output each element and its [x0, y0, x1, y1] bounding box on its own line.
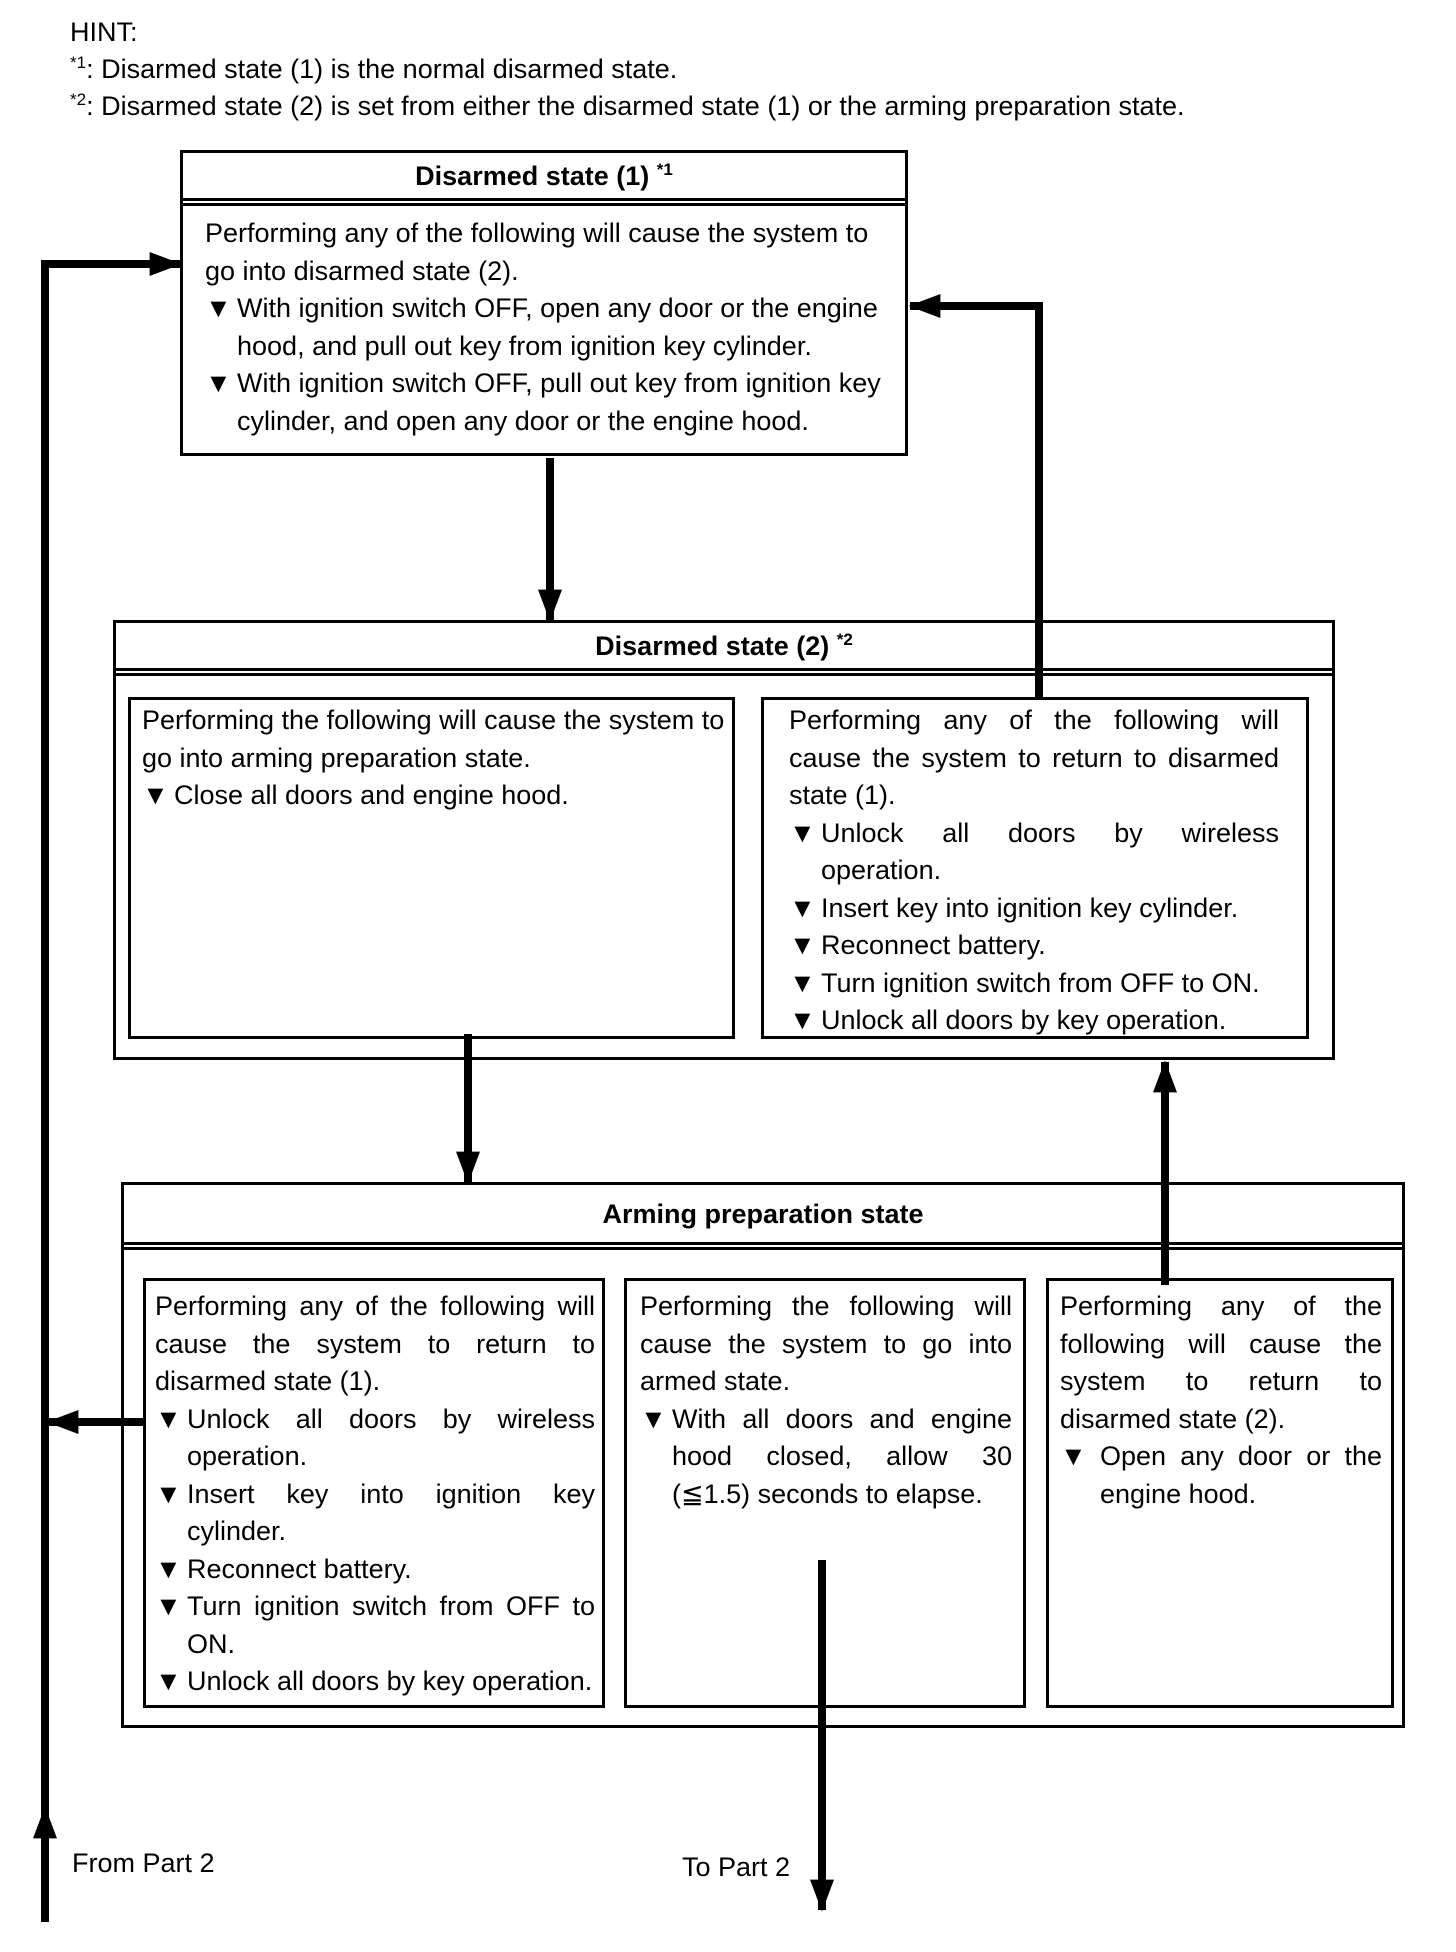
note-1-marker: *1 — [70, 53, 87, 72]
bullet-triangle-icon: ▼ — [789, 967, 816, 998]
bullet-triangle-icon: ▼ — [155, 1403, 182, 1434]
disarmed-state-2-right-content: Performing any of the following will cau… — [789, 702, 1279, 1040]
disarmed-state-2-right-box — [761, 697, 1309, 1039]
bullet-triangle-icon: ▼ — [155, 1478, 182, 1509]
list-item: ▼Unlock all doors by key operation. — [155, 1663, 595, 1701]
disarmed-state-1-box — [180, 150, 908, 456]
arming-middle-content: Performing the following will cause the … — [640, 1288, 1012, 1513]
bullet-triangle-icon: ▼ — [789, 930, 816, 960]
hint-note-1: *1: Disarmed state (1) is the normal dis… — [70, 51, 677, 89]
arming-right-content: Performing any of the following will cau… — [1060, 1288, 1382, 1513]
bullet-triangle-icon: ▼ — [789, 1005, 816, 1035]
arming-left-intro: Performing any of the following will cau… — [155, 1291, 595, 1396]
arming-right-box — [1046, 1278, 1394, 1708]
arming-middle-intro: Performing the following will cause the … — [640, 1291, 1012, 1396]
list-item: ▼Turn ignition switch from OFF to ON. — [155, 1588, 595, 1663]
bullet-triangle-icon: ▼ — [205, 293, 232, 323]
disarmed-state-1-divider — [183, 198, 905, 206]
hint-note-2: *2: Disarmed state (2) is set from eithe… — [70, 88, 1185, 126]
arming-right-intro: Performing any of the following will cau… — [1060, 1291, 1382, 1434]
arming-preparation-title: Arming preparation state — [602, 1199, 924, 1229]
disarmed-state-2-title: Disarmed state (2) *2 — [595, 630, 853, 661]
bullet-triangle-icon: ▼ — [205, 368, 232, 398]
list-item: ▼Open any door or the engine hood. — [1060, 1438, 1382, 1513]
bullet-triangle-icon: ▼ — [789, 817, 816, 848]
disarmed-state-1-title: Disarmed state (1) *1 — [415, 160, 673, 191]
disarmed-state-2-left-box — [128, 697, 735, 1039]
list-item: ▼With ignition switch OFF, pull out key … — [205, 365, 900, 440]
bullet-triangle-icon: ▼ — [1060, 1441, 1087, 1471]
list-item: ▼Insert key into ignition key cylinder. — [155, 1476, 595, 1551]
note-2-text: : Disarmed state (2) is set from either … — [86, 91, 1185, 121]
note-2-marker: *2 — [70, 90, 87, 109]
arming-preparation-divider — [124, 1242, 1402, 1250]
bullet-triangle-icon: ▼ — [640, 1403, 667, 1434]
disarmed-state-2-right-intro: Performing any of the following will cau… — [789, 705, 1279, 810]
list-item: ▼Unlock all doors by key operation. — [789, 1002, 1279, 1040]
bullet-triangle-icon: ▼ — [789, 892, 816, 923]
list-item: ▼Reconnect battery. — [789, 927, 1279, 965]
arrow-disarmed2-to-disarmed1 — [908, 294, 1043, 697]
list-item: ▼Close all doors and engine hood. — [142, 777, 727, 815]
list-item: ▼Reconnect battery. — [155, 1551, 595, 1589]
list-item: ▼With all doors and engine hood closed, … — [640, 1401, 1012, 1514]
hint-label: HINT: — [70, 17, 138, 47]
list-item: ▼With ignition switch OFF, open any door… — [205, 290, 900, 365]
from-part-2-label: From Part 2 — [72, 1848, 215, 1878]
list-item: ▼Unlock all doors by wireless operation. — [789, 815, 1279, 890]
bullet-triangle-icon: ▼ — [142, 780, 169, 810]
disarmed-state-2-left-intro: Performing the following will cause the … — [142, 705, 725, 773]
disarmed-state-2-left-content: Performing the following will cause the … — [142, 702, 727, 815]
disarmed-state-2-box — [113, 620, 1335, 1060]
bullet-triangle-icon: ▼ — [155, 1553, 182, 1584]
list-item: ▼Unlock all doors by wireless operation. — [155, 1401, 595, 1476]
disarmed-state-2-divider — [116, 668, 1332, 676]
arrow-left-line-to-disarmed1 — [41, 252, 182, 1922]
to-part-2-label: To Part 2 — [682, 1852, 791, 1882]
list-item: ▼Turn ignition switch from OFF to ON. — [789, 965, 1279, 1003]
list-item: ▼Insert key into ignition key cylinder. — [789, 890, 1279, 928]
disarmed-state-1-content: Performing any of the following will cau… — [205, 215, 900, 440]
bullet-triangle-icon: ▼ — [155, 1666, 182, 1696]
note-1-text: : Disarmed state (1) is the normal disar… — [86, 54, 678, 84]
bullet-triangle-icon: ▼ — [155, 1591, 182, 1621]
arming-left-box — [143, 1278, 605, 1708]
arming-preparation-box — [121, 1182, 1405, 1728]
disarmed-state-1-intro: Performing any of the following will cau… — [205, 218, 869, 286]
arming-left-content: Performing any of the following will cau… — [155, 1288, 595, 1701]
